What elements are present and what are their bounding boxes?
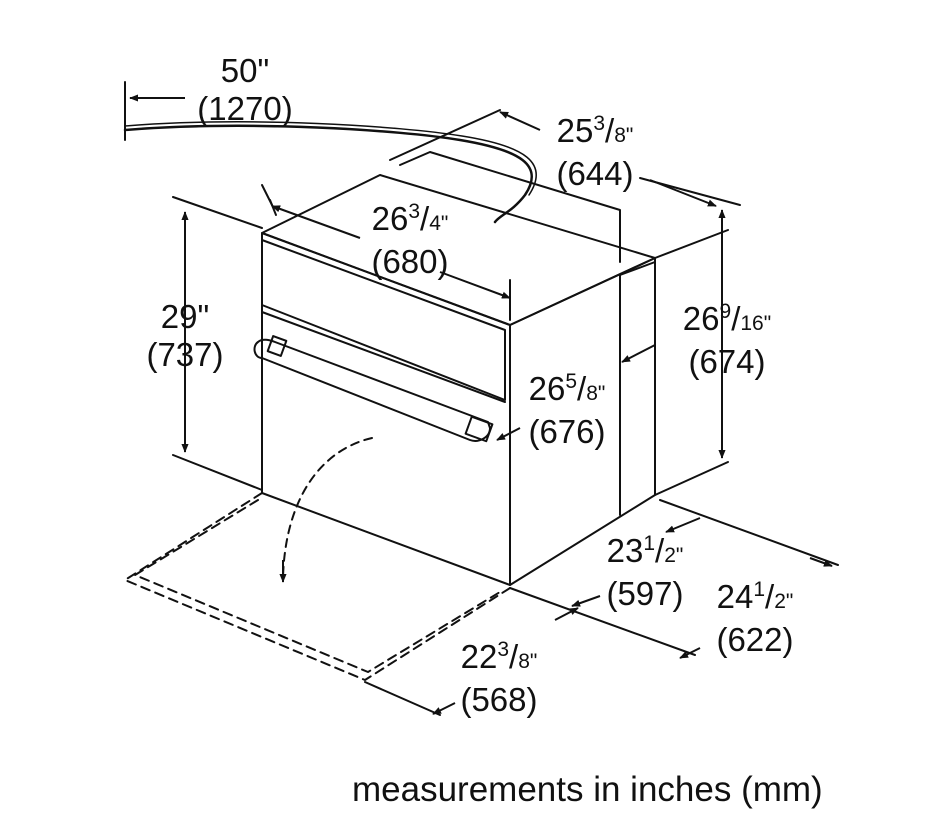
overall-height-mm: (737) xyxy=(146,336,224,373)
cord-length-mm: (1270) xyxy=(197,90,293,127)
base-depth-inches: 241/2" xyxy=(716,578,794,615)
arrow-width-a xyxy=(271,205,361,239)
door-handle xyxy=(253,338,491,442)
power-cord-outer xyxy=(124,121,537,196)
arrow-top-depth-a xyxy=(499,111,541,131)
control-panel xyxy=(261,239,506,401)
overall-height-label: 29" (737) xyxy=(130,298,240,374)
arrow-door-depth-a xyxy=(621,344,656,363)
open-door-inner xyxy=(134,499,501,673)
cord-length-label: 50" (1270) xyxy=(190,52,300,128)
door-open-inches: 223/8" xyxy=(460,638,538,675)
door-depth-inches: 265/8" xyxy=(528,370,606,407)
door-open-label: 223/8" (568) xyxy=(444,638,554,719)
side-trim-top xyxy=(619,261,656,276)
arrow-base-depth-b xyxy=(679,647,701,659)
arrow-door-depth-b xyxy=(496,427,521,441)
arrow-cabinet-depth-b xyxy=(571,595,601,607)
front-width-label: 263/4" (680) xyxy=(350,200,470,281)
base-depth-label: 241/2" (622) xyxy=(700,578,810,659)
door-depth-label: 265/8" (676) xyxy=(512,370,622,451)
door-swing-arc xyxy=(282,437,373,579)
side-height-label: 269/16" (674) xyxy=(662,300,792,381)
side-height-inches: 269/16" xyxy=(682,300,772,337)
arrow-cabinet-depth-a xyxy=(665,517,701,533)
units-note: measurements in inches (mm) xyxy=(352,770,823,809)
arrow-door-open-b xyxy=(432,702,456,715)
handle-bracket-right xyxy=(464,415,494,443)
arrow-top-depth-b xyxy=(649,179,717,207)
front-width-mm: (680) xyxy=(371,243,449,280)
back-flange xyxy=(399,151,621,263)
door-top-line xyxy=(261,311,506,403)
arrow-width-b xyxy=(439,271,511,299)
door-open-mm: (568) xyxy=(460,681,538,718)
overall-height-inches: 29" xyxy=(160,298,210,335)
arrow-door-open-a xyxy=(554,607,579,621)
cord-length-inches: 50" xyxy=(220,52,270,89)
handle-bracket-left xyxy=(266,335,288,357)
side-height-mm: (674) xyxy=(688,343,766,380)
top-depth-mm: (644) xyxy=(556,155,634,192)
cabinet-depth-inches: 231/2" xyxy=(606,532,684,569)
cabinet-depth-mm: (597) xyxy=(606,575,684,612)
top-depth-inches: 253/8" xyxy=(556,112,634,149)
top-depth-label: 253/8" (644) xyxy=(540,112,650,193)
base-depth-mm: (622) xyxy=(716,621,794,658)
door-depth-mm: (676) xyxy=(528,413,606,450)
front-width-inches: 263/4" xyxy=(371,200,449,237)
arrow-base-depth-a xyxy=(809,557,833,567)
open-door-outline xyxy=(124,492,511,681)
cabinet-depth-label: 231/2" (597) xyxy=(590,532,700,613)
power-cord xyxy=(123,124,533,224)
